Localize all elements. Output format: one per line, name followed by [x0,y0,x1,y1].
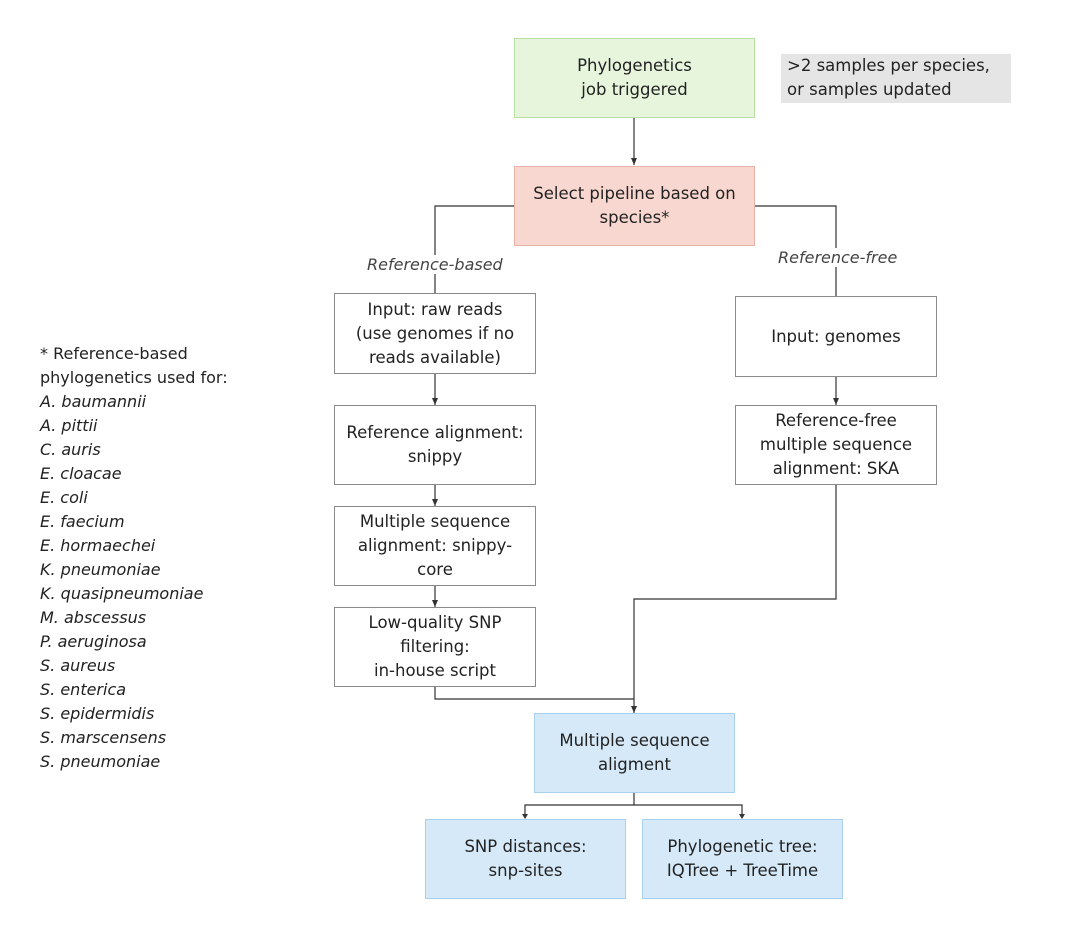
species-item: S. enterica [40,680,127,699]
node-multiple-sequence-alignment: Multiple sequence aligment [534,713,735,793]
species-item: K. pneumoniae [40,560,161,579]
node-input-raw-reads: Input: raw reads (use genomes if no read… [334,293,536,374]
species-item: E. coli [40,488,88,507]
node-snp-filtering: Low-quality SNP filtering: in-house scri… [334,607,536,687]
species-item: P. aeruginosa [40,632,147,651]
line-msa-to-outputs [524,793,743,818]
node-phylogenetic-tree: Phylogenetic tree: IQTree + TreeTime [642,819,843,899]
line-filter-to-msa [434,687,634,700]
node-reference-alignment: Reference alignment: snippy [334,405,536,485]
species-item: M. abscessus [40,608,147,627]
node-select-pipeline: Select pipeline based on species* [514,166,755,246]
species-legend: * Reference-based phylogenetics used for… [40,342,228,774]
node-msa-snippy-core: Multiple sequence alignment: snippy-core [334,506,536,586]
species-item: K. quasipneumoniae [40,584,204,603]
line-ska-to-msa [631,485,837,713]
species-item: S. pneumoniae [40,752,161,771]
species-item: E. hormaechei [40,536,156,555]
species-item: S. aureus [40,656,116,675]
node-snp-distances: SNP distances: snp-sites [425,819,626,899]
species-item: S. epidermidis [40,704,155,723]
line-select-to-left-branch [434,205,514,293]
species-item: A. pittii [40,416,98,435]
species-item: E. cloacae [40,464,122,483]
node-job-triggered: Phylogenetics job triggered [514,38,755,118]
species-item: C. auris [40,440,101,459]
node-input-genomes: Input: genomes [735,296,937,377]
species-item: A. baumannii [40,392,147,411]
species-item: S. marscensens [40,728,167,747]
legend-header: * Reference-based phylogenetics used for… [40,344,228,387]
species-item: E. faecium [40,512,125,531]
node-ska-alignment: Reference-free multiple sequence alignme… [735,405,937,485]
trigger-condition-note: >2 samples per species, or samples updat… [781,54,1011,103]
branch-label-reference-free: Reference-free [774,248,902,267]
branch-label-reference-based: Reference-based [363,255,507,274]
